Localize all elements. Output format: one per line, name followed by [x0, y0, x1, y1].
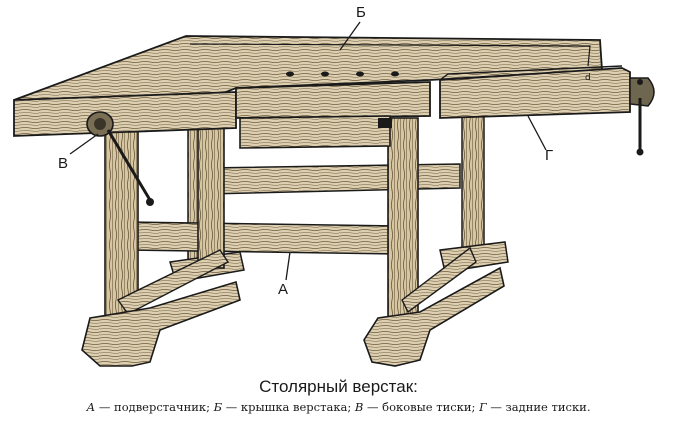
legend-text-b: крышка верстака; [240, 400, 352, 414]
front-left-foot [81, 280, 241, 367]
legend-key-a: А [86, 400, 96, 414]
tail-vise-g: d [439, 65, 631, 119]
front-right-foot [363, 266, 505, 367]
rear-stretcher [207, 163, 461, 195]
legend-key-v: В [354, 400, 364, 414]
label-a: А [278, 281, 289, 298]
bench-dog-holes [286, 71, 399, 77]
caption-title: Столярный верстак: [259, 377, 418, 396]
leader-lines [69, 21, 547, 281]
svg-text:d: d [585, 73, 591, 83]
tabletop-middle-edge [235, 81, 431, 119]
label-v: В [58, 155, 69, 172]
drawer [239, 115, 391, 149]
stretcher-a [127, 221, 401, 255]
label-g: Г [545, 147, 554, 164]
label-b: Б [356, 4, 366, 21]
legend-text-g: задние тиски. [505, 400, 591, 414]
caption-legend: А — подверстачник; Б — крышка верстака; … [86, 400, 591, 414]
legend-key-g: Г [479, 400, 487, 414]
legend-text-v: боковые тиски; [382, 400, 476, 414]
legend-key-b: Б [213, 400, 223, 414]
legend-text-a: подверстачник; [114, 400, 210, 414]
back-right-leg [461, 114, 485, 261]
tabletop-front-edge [13, 91, 237, 137]
side-vise-v [86, 111, 154, 206]
tail-vise-screw [629, 77, 655, 156]
front-right-leg [387, 117, 477, 321]
